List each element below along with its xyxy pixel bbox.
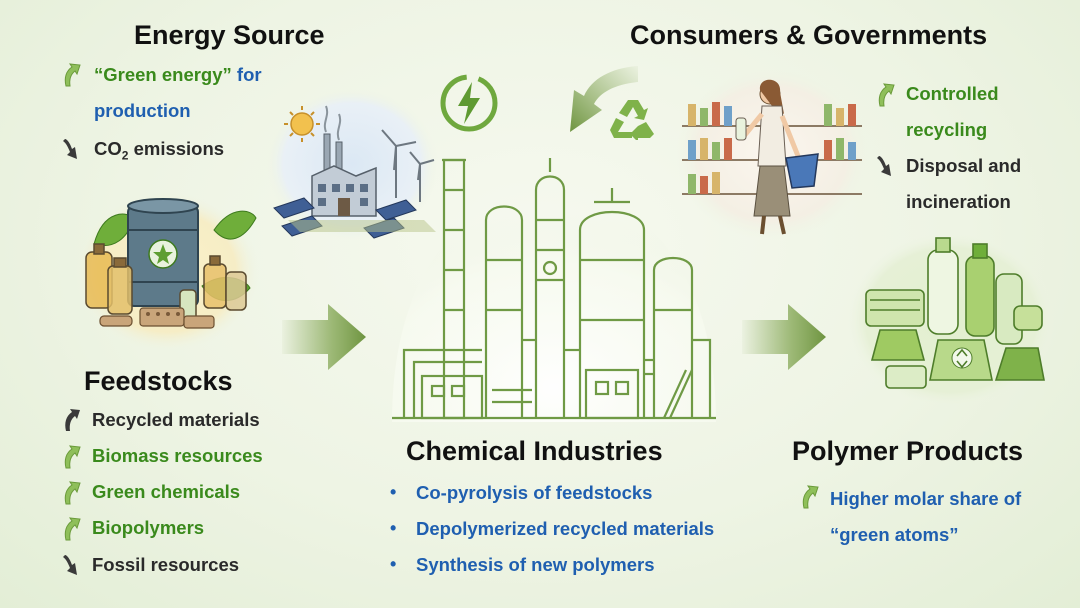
polymer-line2: “green atoms”	[830, 524, 959, 545]
for-text: for	[236, 64, 262, 85]
controlled-recycling-line2: recycling	[906, 119, 988, 140]
bullet-icon: •	[390, 518, 397, 538]
increase-arrow-dark-icon	[65, 409, 80, 431]
flow-arrow-left-icon	[282, 304, 366, 370]
return-curved-arrow-icon	[570, 66, 638, 132]
chemical-plant-illustration	[392, 158, 716, 422]
polymer-products-illustration	[847, 232, 1055, 408]
decrease-arrow-icon	[877, 156, 891, 176]
disposal-line1: Disposal and	[906, 155, 1022, 176]
co2-emissions-text: CO2 emissions	[94, 138, 225, 163]
decrease-arrow-icon	[63, 139, 77, 159]
feedstocks-illustration	[75, 192, 259, 352]
chem-bullet-1: Co-pyrolysis of feedstocks	[416, 482, 653, 503]
increase-arrow-icon	[64, 481, 81, 505]
feedstocks-heading: Feedstocks	[84, 366, 233, 396]
bullet-icon: •	[390, 554, 397, 574]
feedstock-item-biopolymers: Biopolymers	[92, 517, 205, 538]
increase-arrow-icon	[878, 83, 895, 107]
decrease-arrow-icon	[63, 555, 77, 575]
increase-arrow-icon	[802, 485, 819, 509]
energy-source-heading: Energy Source	[134, 20, 325, 50]
green-energy-bolt-icon	[440, 74, 498, 132]
recycle-icon	[610, 100, 654, 140]
consumer-shopping-illustration	[676, 68, 868, 240]
bullet-icon: •	[390, 482, 397, 502]
polymer-products-heading: Polymer Products	[792, 436, 1024, 466]
feedstock-item-biomass: Biomass resources	[92, 445, 263, 466]
energy-green-line2: production	[94, 100, 191, 121]
increase-arrow-icon	[64, 445, 81, 469]
increase-arrow-icon	[64, 517, 81, 541]
feedstock-item-recycled: Recycled materials	[92, 409, 260, 430]
increase-arrow-icon	[64, 63, 81, 87]
controlled-recycling-line1: Controlled	[906, 83, 999, 104]
chem-bullet-3: Synthesis of new polymers	[416, 554, 655, 575]
chemical-industries-heading: Chemical Industries	[406, 436, 663, 466]
energy-factory-illustration	[266, 88, 438, 240]
chem-bullet-2: Depolymerized recycled materials	[416, 518, 715, 539]
feedstock-item-green-chemicals: Green chemicals	[92, 481, 241, 502]
consumers-governments-heading: Consumers & Governments	[630, 20, 988, 50]
energy-green-line1: “Green energy” for	[94, 64, 262, 86]
flow-arrow-right-icon	[742, 304, 826, 370]
polymer-line1: Higher molar share of	[830, 488, 1022, 509]
feedstock-item-fossil: Fossil resources	[92, 554, 240, 575]
disposal-line2: incineration	[906, 191, 1011, 212]
green-energy-text: “Green energy”	[94, 64, 237, 85]
